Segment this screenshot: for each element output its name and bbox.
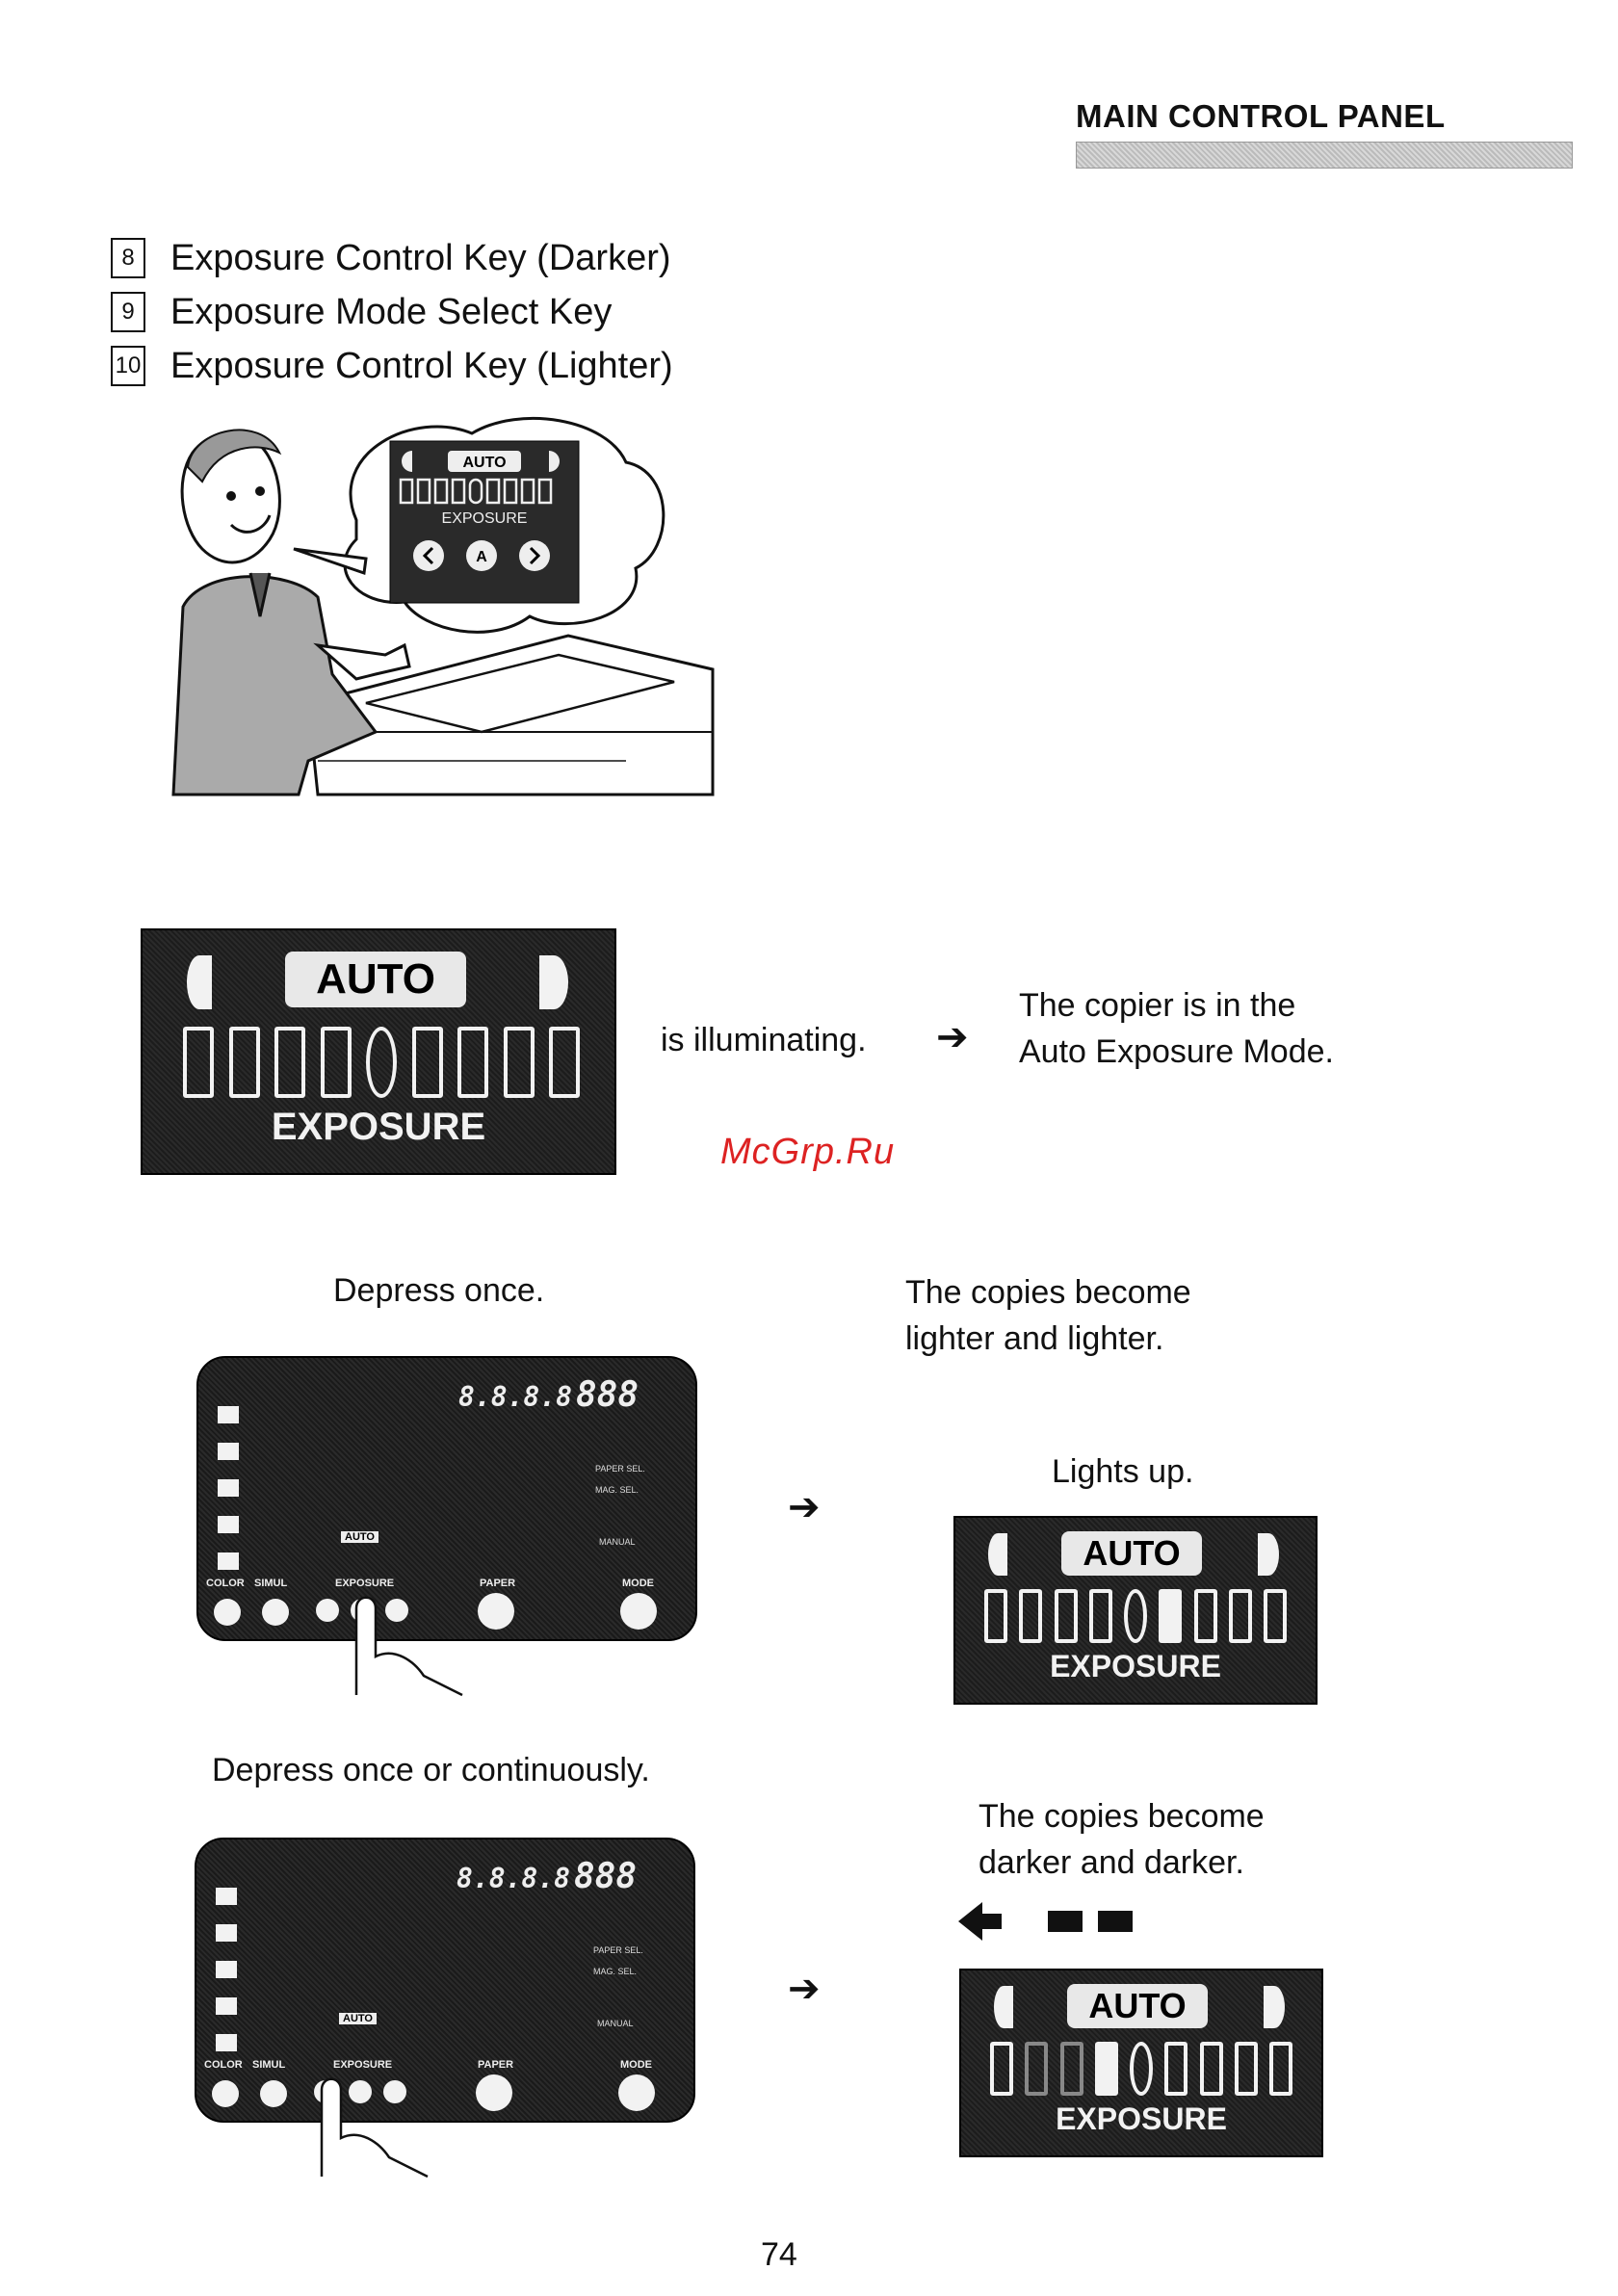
control-panel: COLOR SIMUL 8.8.8.8 888 AUTO EXPOSURE MA…: [196, 1356, 697, 1641]
exposure-label: EXPOSURE: [335, 1578, 395, 1589]
exposure-label: EXPOSURE: [271, 1106, 486, 1148]
color-button[interactable]: [212, 2080, 239, 2107]
counter-display: 8.8.8.8: [457, 1863, 571, 1894]
counter-display: 8.8.8.8: [458, 1381, 573, 1413]
bubble-auto-label: AUTO: [462, 455, 506, 471]
exposure-label: EXPOSURE: [333, 2059, 393, 2071]
key-item: 9 Exposure Mode Select Key: [111, 285, 673, 339]
key-label: Exposure Control Key (Darker): [170, 237, 671, 278]
control-panel: COLOR SIMUL 8.8.8.8 888 AUTO EXPOSURE MA…: [195, 1838, 695, 2123]
page-header-title: MAIN CONTROL PANEL: [1076, 98, 1446, 134]
bubble-auto-key: A: [476, 549, 487, 565]
auto-indicator: AUTO: [1061, 1531, 1202, 1576]
color-label: COLOR: [204, 2059, 243, 2071]
auto-indicator: AUTO: [285, 952, 466, 1007]
status-text: is illuminating.: [661, 1022, 867, 1058]
auto-indicator: AUTO: [1067, 1984, 1208, 2028]
exposure-display-darker: AUTO EXPOSURE: [959, 1969, 1323, 2157]
simul-label: SIMUL: [252, 2059, 286, 2071]
lighter-indicator-icon: [1258, 1533, 1279, 1576]
auto-indicator: AUTO: [341, 1531, 378, 1543]
key-number: 9: [111, 292, 145, 332]
result-line-2: darker and darker.: [979, 1844, 1244, 1881]
instruction-text: Depress once.: [333, 1272, 545, 1309]
key-list: 8 Exposure Control Key (Darker) 9 Exposu…: [111, 231, 673, 393]
paper-sel-label: PAPER SEL.: [593, 1945, 643, 1955]
result-line-1: The copies become: [905, 1274, 1191, 1311]
key-number: 8: [111, 238, 145, 278]
lighter-indicator-icon: [539, 955, 568, 1009]
result-line-2: Auto Exposure Mode.: [1019, 1033, 1334, 1070]
simul-label: SIMUL: [254, 1578, 288, 1589]
mode-label: MODE: [620, 2059, 652, 2071]
result-line-1: The copier is in the: [1019, 987, 1296, 1024]
paper-label: PAPER: [480, 1578, 516, 1589]
instruction-text: Depress once or continuously.: [212, 1752, 650, 1788]
lighter-indicator-icon: [1264, 1986, 1285, 2028]
simul-button[interactable]: [260, 2080, 287, 2107]
paper-button[interactable]: [478, 1593, 514, 1630]
color-label: COLOR: [206, 1578, 245, 1589]
manual-label: MANUAL: [599, 1537, 636, 1547]
header-bar: [1076, 142, 1573, 169]
manual-label: MANUAL: [597, 2019, 634, 2028]
exposure-label: EXPOSURE: [1050, 1649, 1221, 1683]
darker-key[interactable]: [316, 1599, 339, 1622]
pointing-finger-icon: [354, 1596, 463, 1697]
paper-button[interactable]: [476, 2074, 512, 2111]
color-button[interactable]: [214, 1599, 241, 1626]
key-item: 10 Exposure Control Key (Lighter): [111, 339, 673, 393]
arrow-right-icon: ➔: [788, 1968, 821, 2010]
exposure-level-bar: [183, 1027, 580, 1098]
mode-button[interactable]: [618, 2074, 655, 2111]
mag-sel-label: MAG. SEL.: [593, 1967, 638, 1976]
key-label: Exposure Mode Select Key: [170, 291, 613, 332]
arrow-right-icon: ➔: [936, 1016, 969, 1058]
operator-illustration: AUTO EXPOSURE A: [171, 416, 715, 796]
auto-indicator: AUTO: [339, 2013, 377, 2024]
mode-button[interactable]: [620, 1593, 657, 1630]
exposure-level-bar: [984, 1589, 1287, 1643]
darker-indicator-icon: [988, 1533, 1007, 1576]
arrow-right-icon: ➔: [788, 1486, 821, 1528]
arrow-left-icon: [958, 1902, 1133, 1941]
auto-exposure-key[interactable]: [349, 2080, 372, 2103]
exposure-display-auto: AUTO EXPOSURE: [141, 928, 616, 1175]
simul-button[interactable]: [262, 1599, 289, 1626]
pointing-finger-icon: [320, 2077, 429, 2179]
key-item: 8 Exposure Control Key (Darker): [111, 231, 673, 285]
mode-label: MODE: [622, 1578, 654, 1589]
lighter-key[interactable]: [383, 2080, 406, 2103]
mag-sel-label: MAG. SEL.: [595, 1485, 639, 1495]
darker-indicator-icon: [994, 1986, 1013, 2028]
exposure-label: EXPOSURE: [1056, 2101, 1227, 2136]
darker-indicator-icon: [187, 955, 212, 1009]
page-number: 74: [761, 2236, 797, 2273]
key-number: 10: [111, 346, 145, 386]
quantity-display: 888: [576, 1375, 639, 1415]
bubble-exposure-label: EXPOSURE: [442, 510, 528, 527]
lights-up-note: Lights up.: [1052, 1453, 1194, 1490]
exposure-level-bar: [990, 2042, 1292, 2096]
quantity-display: 888: [574, 1857, 638, 1896]
result-line-2: lighter and lighter.: [905, 1320, 1164, 1357]
result-line-1: The copies become: [979, 1798, 1265, 1835]
key-label: Exposure Control Key (Lighter): [170, 345, 673, 386]
exposure-display-lighter: AUTO EXPOSURE: [953, 1516, 1318, 1705]
paper-sel-label: PAPER SEL.: [595, 1464, 645, 1474]
lighter-key[interactable]: [385, 1599, 408, 1622]
watermark: McGrp.Ru: [720, 1132, 896, 1172]
paper-label: PAPER: [478, 2059, 514, 2071]
